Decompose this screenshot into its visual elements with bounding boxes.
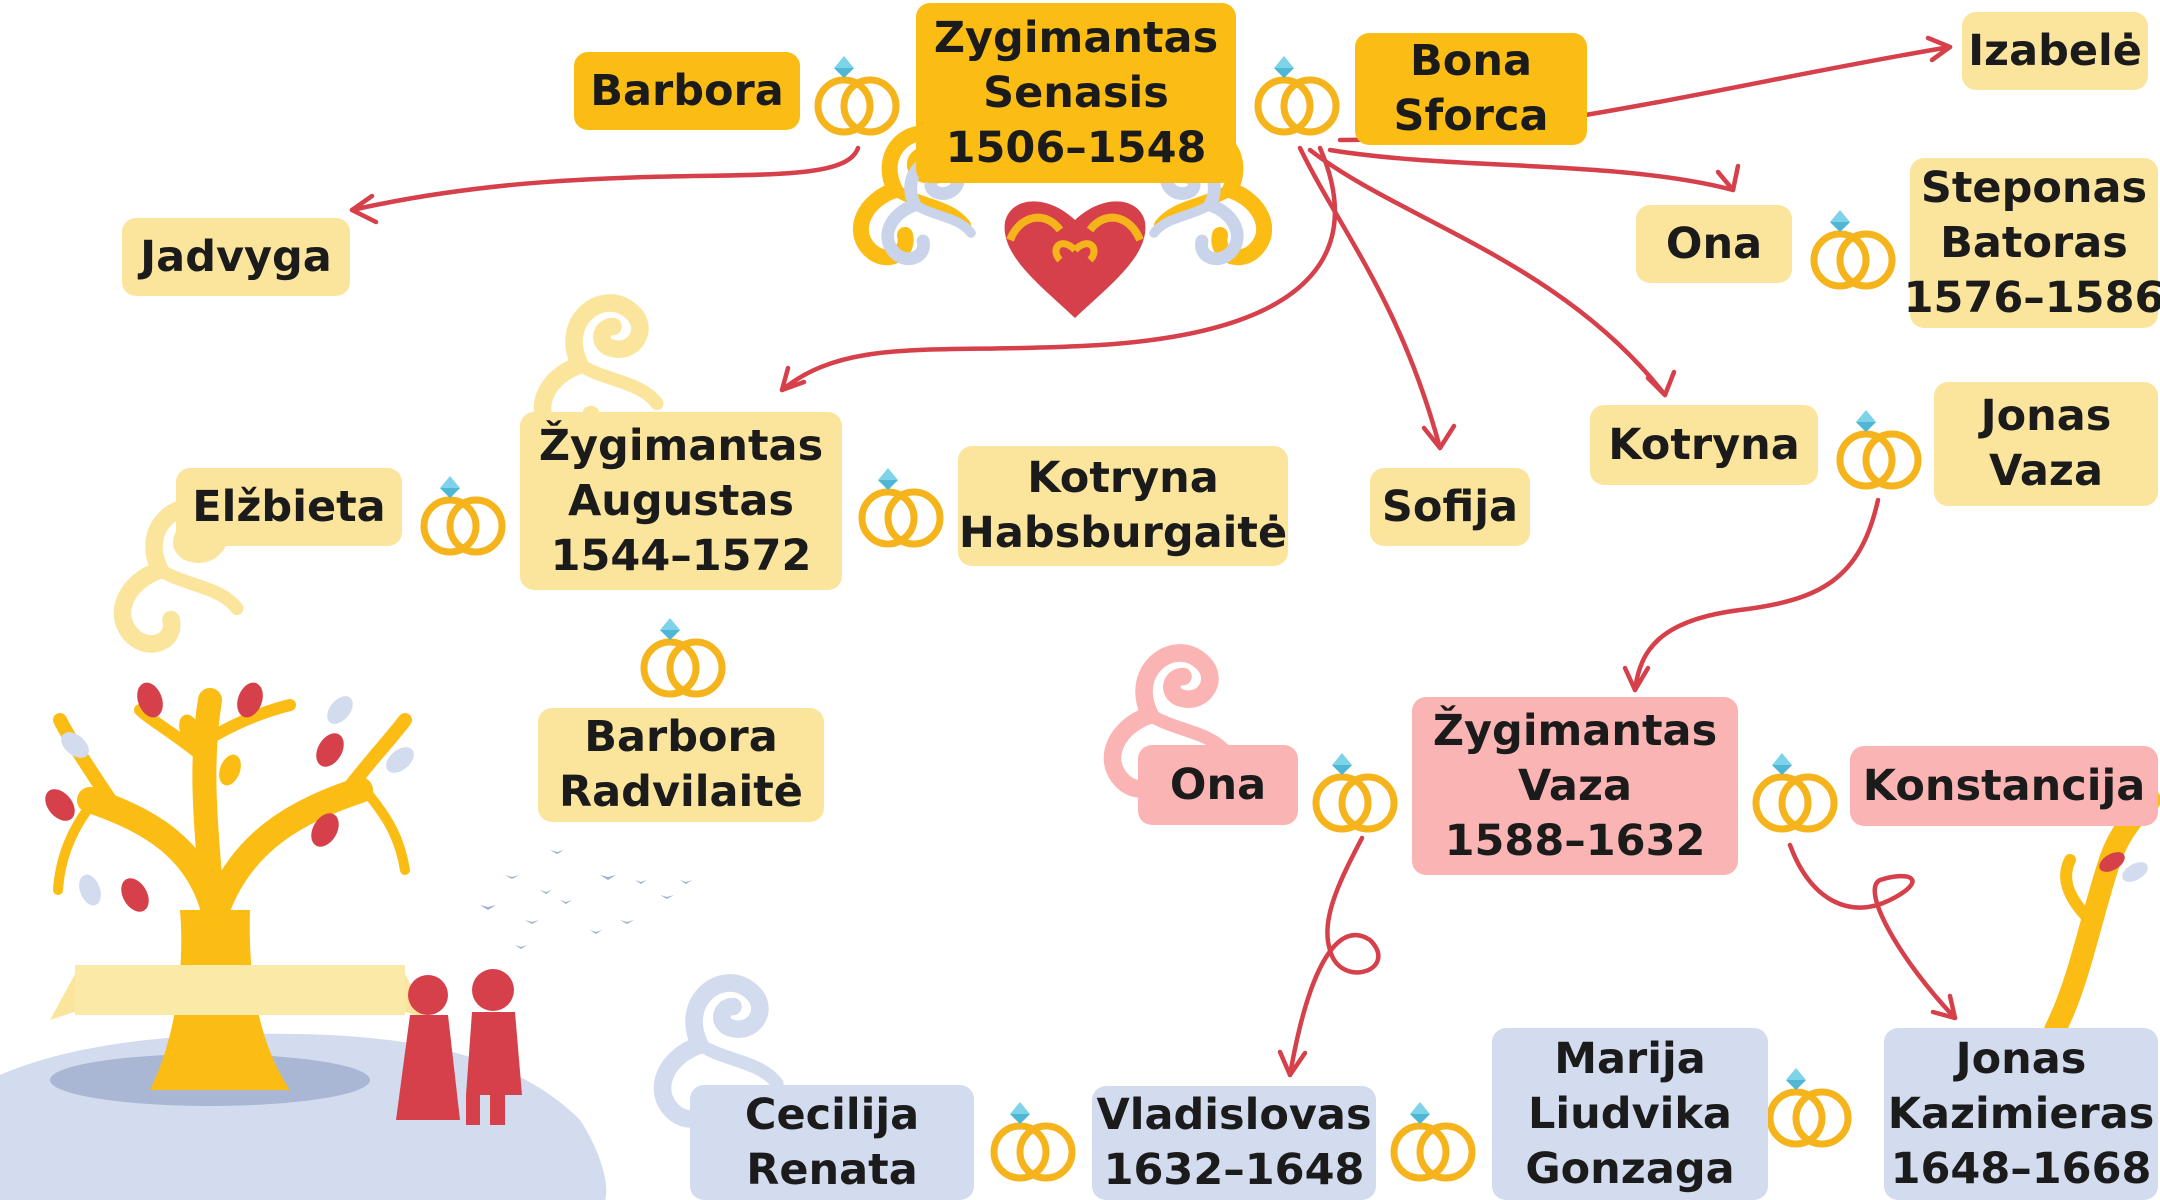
person-name-line: Kazimieras	[1887, 1088, 2155, 1139]
person-name: Izabelė	[1968, 25, 2142, 76]
wedding-rings-icon	[1770, 1068, 1848, 1144]
person-box-jadvyga[interactable]: Jadvyga	[122, 218, 350, 296]
person-reign-years: 1588–1632	[1444, 815, 1706, 866]
wedding-rings-icon	[818, 56, 896, 132]
person-name: Barbora	[590, 65, 784, 116]
person-name-line: Gonzaga	[1525, 1143, 1735, 1194]
couple-silhouette	[396, 969, 522, 1125]
wedding-rings-icon	[424, 476, 502, 552]
wedding-rings-icon	[1258, 56, 1336, 132]
person-name-line: Marija	[1554, 1033, 1706, 1084]
wedding-rings-icon	[1316, 753, 1394, 829]
person-name: Elžbieta	[192, 481, 386, 532]
person-name: Konstancija	[1862, 760, 2146, 811]
wedding-rings-icon	[1394, 1102, 1472, 1178]
person-reign-years: 1544–1572	[550, 530, 812, 581]
person-box-kotryna[interactable]: Kotryna	[1590, 405, 1818, 485]
person-name-line: Zygimantas	[933, 12, 1219, 63]
wedding-rings-icon	[994, 1102, 1072, 1178]
tree-illustration	[0, 682, 607, 1200]
person-box-elzbieta[interactable]: Elžbieta	[176, 468, 402, 546]
person-name: Jadvyga	[140, 231, 332, 282]
person-name-line: Bona	[1410, 36, 1532, 86]
person-name-line: Batoras	[1940, 217, 2128, 268]
person-name-line: Vaza	[1988, 446, 2103, 496]
person-box-sofija[interactable]: Sofija	[1370, 468, 1530, 546]
person-box-barbora[interactable]: Barbora	[574, 52, 800, 130]
person-name-line: Liudvika	[1528, 1088, 1732, 1139]
person-reign-years: 1506–1548	[945, 122, 1207, 173]
person-name-line: Vaza	[1518, 760, 1632, 811]
descent-arrows	[349, 35, 1958, 1078]
wedding-rings-icon	[1840, 410, 1918, 486]
person-name-line: Habsburgaitė	[958, 508, 1288, 558]
person-name-line: Jonas	[1955, 1033, 2087, 1084]
wedding-rings-icon	[1814, 210, 1892, 286]
person-reign-years: 1632–1648	[1103, 1145, 1365, 1195]
person-name-line: Renata	[746, 1144, 918, 1195]
person-box-konstancija[interactable]: Konstancija	[1850, 746, 2158, 826]
person-name-line: Kotryna	[1027, 453, 1219, 503]
wedding-rings-icon	[644, 618, 722, 694]
person-name-line: Radvilaitė	[559, 767, 803, 817]
person-reign-years: 1648–1668	[1890, 1143, 2152, 1194]
person-name-line: Žygimantas	[538, 420, 824, 471]
birds-icon	[480, 850, 692, 949]
person-name-line: Sforca	[1393, 91, 1549, 141]
person-name: Ona	[1665, 218, 1763, 269]
person-name-line: Jonas	[1980, 391, 2112, 441]
person-name: Sofija	[1381, 481, 1519, 532]
person-name-line: Senasis	[983, 67, 1169, 118]
person-name: Kotryna	[1608, 419, 1800, 470]
wedding-rings-icon	[862, 468, 940, 544]
wedding-rings-icon	[1756, 753, 1834, 829]
person-name-line: Cecilija	[744, 1089, 920, 1140]
person-name-line: Steponas	[1920, 162, 2148, 213]
person-reign-years: 1576–1586	[1903, 272, 2160, 323]
person-name-line: Vladislovas	[1096, 1090, 1372, 1140]
person-name-line: Žygimantas	[1432, 705, 1718, 756]
person-box-ona-2[interactable]: Ona	[1138, 745, 1298, 825]
person-name: Ona	[1169, 759, 1267, 810]
person-name-line: Augustas	[567, 475, 795, 526]
person-name-line: Barbora	[584, 712, 778, 762]
person-box-izabele[interactable]: Izabelė	[1962, 12, 2148, 90]
heart-icon	[1004, 201, 1146, 318]
person-box-ona[interactable]: Ona	[1636, 205, 1792, 283]
branch-decoration	[2044, 789, 2160, 1041]
